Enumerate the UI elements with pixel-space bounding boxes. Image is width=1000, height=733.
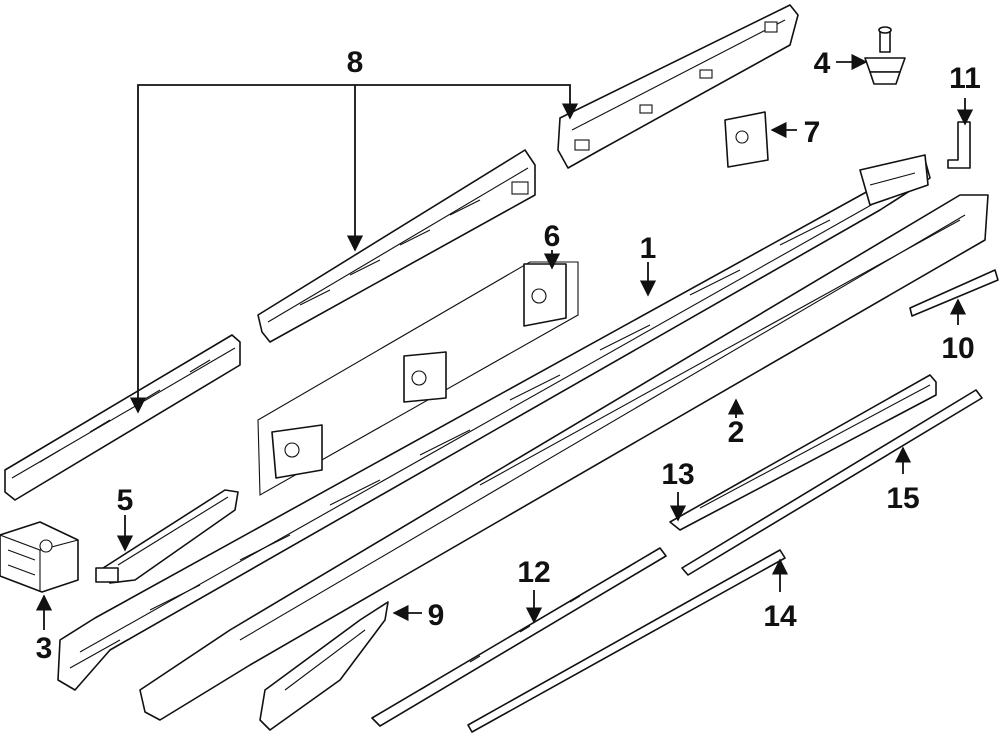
callout-10: 10	[941, 332, 974, 365]
part-3-block[interactable]	[0, 521, 79, 593]
part-9-mud-flap[interactable]	[259, 601, 389, 731]
part-5-bracket[interactable]	[95, 489, 239, 584]
part-13-molding[interactable]	[669, 374, 937, 531]
part-6-clip-set[interactable]	[257, 261, 579, 496]
part-11-bracket[interactable]	[947, 121, 971, 169]
callout-7: 7	[804, 116, 821, 149]
clip-6a	[523, 263, 567, 327]
clip-6c	[271, 424, 323, 479]
part-8-reinforcement-rail-upper[interactable]	[557, 4, 799, 169]
callout-3: 3	[36, 632, 53, 665]
callout-12: 12	[517, 556, 550, 589]
callout-labels: 1 2 3 4 5 6 7 8 9 10 11 12 13 14 15	[36, 46, 981, 665]
callout-4: 4	[814, 47, 831, 80]
callout-1: 1	[640, 232, 657, 265]
callout-6: 6	[544, 220, 561, 253]
leader-8-left	[129, 84, 355, 414]
part-8-reinforcement-rail-middle[interactable]	[257, 149, 536, 343]
part-2-outer-rocker-panel[interactable]	[139, 194, 989, 721]
callout-8: 8	[347, 46, 364, 79]
leader-8-right	[355, 84, 579, 120]
callout-9: 9	[428, 599, 445, 632]
callout-11: 11	[949, 62, 981, 95]
callout-15: 15	[886, 482, 919, 515]
clip-6b	[403, 351, 447, 403]
callout-5: 5	[117, 484, 134, 517]
part-1-rocker-reinforcement[interactable]	[57, 154, 931, 691]
callout-2: 2	[728, 416, 745, 449]
leader-lines	[35, 53, 974, 630]
part-4-push-pin[interactable]	[864, 26, 906, 85]
part-14-strip[interactable]	[467, 549, 786, 733]
callout-14: 14	[763, 600, 797, 633]
part-15-strip[interactable]	[681, 389, 983, 576]
part-12-molding[interactable]	[371, 547, 667, 727]
part-10-moulding-strip[interactable]	[909, 269, 999, 317]
part-8-reinforcement-rail-lower[interactable]	[4, 334, 241, 501]
callout-13: 13	[661, 458, 694, 491]
part-7-clip[interactable]	[724, 111, 769, 168]
